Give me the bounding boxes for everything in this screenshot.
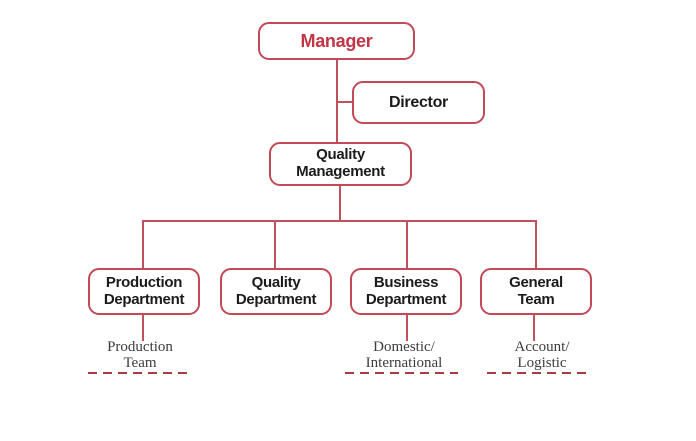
drop-business [406,221,408,268]
dashed-underline-account [487,372,592,374]
sublabel-domestic-line2: International [365,354,443,371]
node-quality-label-line2: Department [235,290,317,308]
node-director-label: Director [389,93,448,111]
sublabel-production-team-line1: Production [107,339,173,355]
node-qm-label-line2: Management [296,163,385,180]
node-qm-label-line1: Quality [316,146,365,164]
sublabel-account-line2: Logistic [517,354,567,371]
drop-production [142,221,144,268]
dashed-underline-production-team [88,372,192,374]
sublabel-account-line1: Account/ [514,339,570,355]
node-quality-management: Quality Management [269,142,412,186]
sublabel-production-team-line2: Team [123,354,157,371]
node-production-department: Production Department [88,268,200,315]
drop-quality [274,221,276,268]
connector-qm-to-bus [339,186,341,221]
node-manager-label: Manager [300,30,373,51]
drop-general [535,221,537,268]
node-quality-label-line1: Quality [251,273,301,291]
node-business-label-line2: Department [365,290,447,308]
node-manager: Manager [258,22,415,60]
connector-to-director [337,101,353,103]
sublabel-domestic-international: Domestic/ International [345,339,463,372]
node-quality-department: Quality Department [220,268,332,315]
sublabel-account-logistic: Account/ Logistic [487,339,597,372]
node-director: Director [352,81,485,124]
node-general-team: General Team [480,268,592,315]
node-business-department: Business Department [350,268,462,315]
subdrop-account [533,315,535,341]
sublabel-production-team: Production Team [88,339,192,372]
node-general-label-line2: Team [517,290,555,308]
node-production-label-line1: Production [105,273,183,291]
node-production-label-line2: Department [103,290,185,308]
dashed-underline-domestic [345,372,458,374]
subdrop-domestic [406,315,408,341]
node-business-label-line1: Business [373,273,439,291]
node-general-label-line1: General [509,273,563,291]
subdrop-production-team [142,315,144,341]
sublabel-domestic-line1: Domestic/ [373,339,435,355]
connector-horizontal-bus [142,220,537,222]
